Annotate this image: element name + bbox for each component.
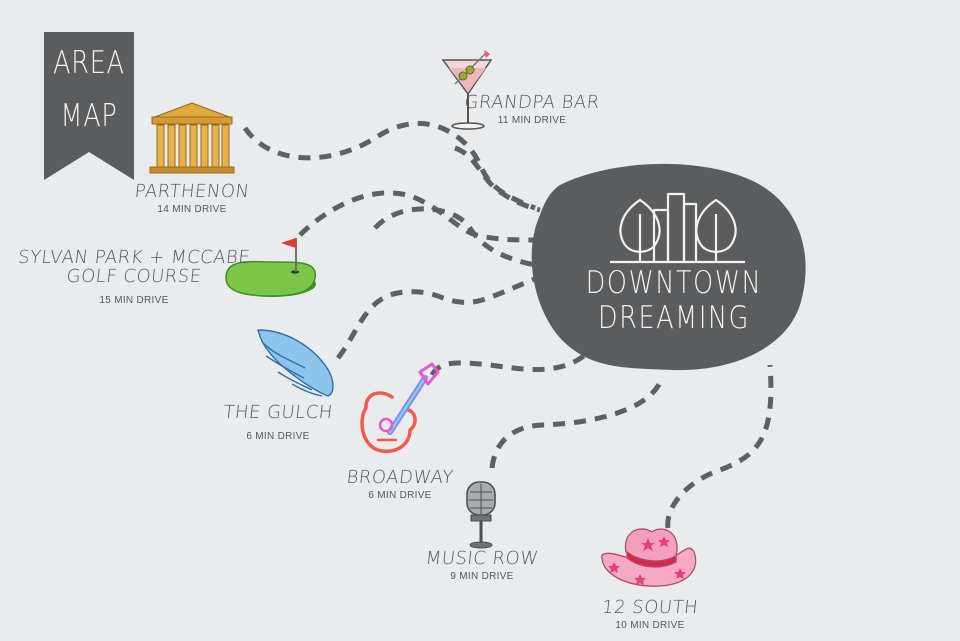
parthenon-icon [149, 102, 235, 174]
downtown-blob [531, 163, 806, 371]
route-sylvan-park [298, 190, 536, 243]
drive-time: 6 MIN DRIVE [246, 430, 310, 442]
place-name-line2: GOLF COURSE [65, 265, 203, 287]
downtown-line1: DOWNTOWN [585, 265, 763, 301]
place-name: GRANDPA BAR [463, 92, 601, 113]
wings-icon [257, 329, 334, 397]
microphone-icon [466, 481, 496, 549]
place-label-12-south[interactable]: 12 SOUTH 10 MIN DRIVE [580, 597, 720, 631]
downtown-dreaming-title: DOWNTOWN DREAMING [567, 266, 780, 335]
area-map-banner [44, 32, 134, 180]
place-label-the-gulch[interactable]: THE GULCH 6 MIN DRIVE [208, 402, 348, 442]
place-label-sylvan-park[interactable]: SYLVAN PARK + MCCABE GOLF COURSE 15 MIN … [14, 247, 254, 306]
city-skyline-icon [610, 192, 745, 264]
place-name: MUSIC ROW [424, 548, 540, 569]
area-map-title-line2: MAP [60, 98, 118, 134]
golf-green-icon [225, 238, 316, 297]
route-parthenon [242, 121, 536, 211]
route-the-gulch [336, 272, 546, 360]
drive-time: 15 MIN DRIVE [99, 294, 169, 306]
place-label-broadway[interactable]: BROADWAY 6 MIN DRIVE [330, 467, 470, 501]
route-12-south [665, 364, 774, 529]
route-lines [242, 121, 774, 529]
neon-guitar-icon [360, 362, 440, 453]
drive-time: 6 MIN DRIVE [368, 489, 432, 501]
place-name: 12 SOUTH [601, 597, 700, 618]
drive-time: 10 MIN DRIVE [615, 619, 685, 631]
downtown-line2: DREAMING [598, 299, 750, 336]
route-grandpa-bar [454, 145, 541, 213]
cowboy-hat-icon [601, 528, 697, 587]
drive-time: 14 MIN DRIVE [157, 203, 227, 215]
route-music-row [489, 376, 665, 469]
drive-time: 11 MIN DRIVE [497, 114, 567, 126]
place-label-parthenon[interactable]: PARTHENON 14 MIN DRIVE [122, 181, 262, 215]
martini-icon [441, 50, 493, 130]
place-name: BROADWAY [345, 467, 455, 488]
route-misc [373, 206, 536, 268]
area-map-title-line1: AREA [53, 45, 125, 81]
place-label-music-row[interactable]: MUSIC ROW 9 MIN DRIVE [412, 548, 552, 582]
place-name: THE GULCH [222, 402, 334, 423]
place-label-grandpa-bar[interactable]: GRANDPA BAR 11 MIN DRIVE [462, 92, 602, 126]
route-broadway [429, 352, 587, 377]
place-name: PARTHENON [133, 181, 251, 202]
drive-time: 9 MIN DRIVE [450, 570, 514, 582]
